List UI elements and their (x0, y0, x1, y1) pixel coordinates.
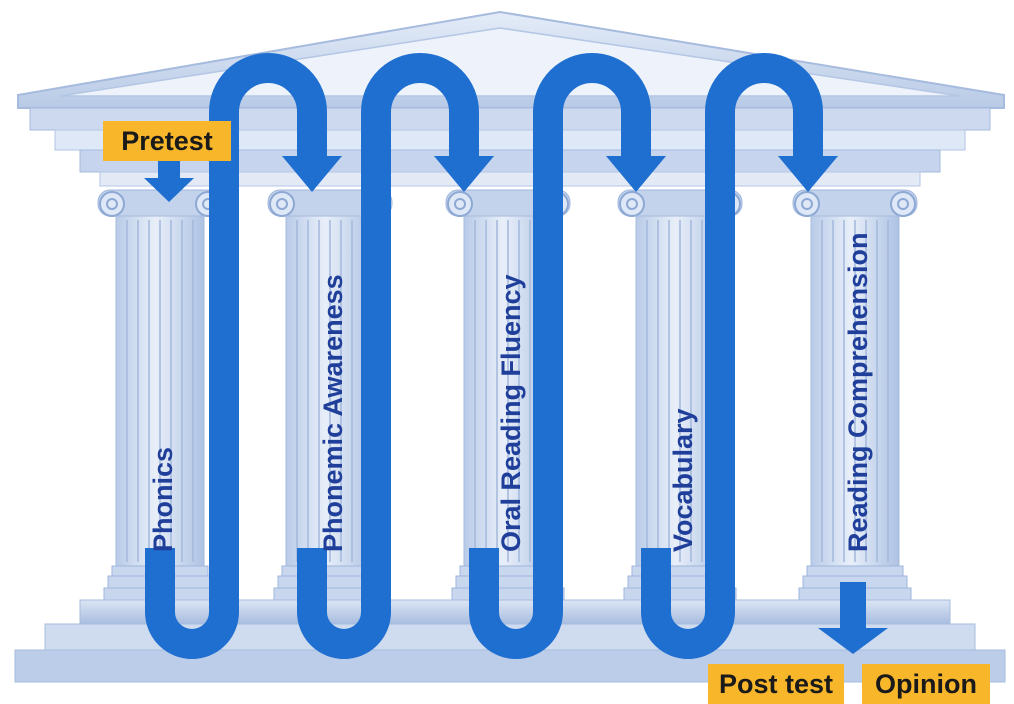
arrowhead-4 (778, 156, 838, 192)
pillar-label-3: Oral Reading Fluency (496, 274, 526, 552)
pillar-label-5: Reading Comprehension (843, 232, 873, 552)
pretest-arrow-shaft (158, 160, 180, 182)
post-test-label: Post test (708, 664, 844, 704)
column-2 (267, 189, 393, 601)
pillar-label-2: Phonemic Awareness (318, 274, 348, 552)
opinion-label: Opinion (862, 664, 990, 704)
arrowhead-3 (606, 156, 666, 192)
pretest-label: Pretest (103, 121, 231, 161)
column-1 (97, 189, 223, 601)
flow-arrow (144, 53, 888, 659)
arrowhead-2 (434, 156, 494, 192)
pillar-labels: Phonics Phonemic Awareness Oral Reading Fl… (148, 232, 873, 552)
end-arrowhead (818, 628, 888, 654)
arrowhead-1 (282, 156, 342, 192)
pillar-label-4: Vocabulary (668, 408, 698, 552)
column-5 (792, 189, 918, 601)
flow-arrow-path (145, 53, 823, 659)
pillar-label-1: Phonics (148, 447, 178, 552)
end-arrow-shaft (840, 582, 866, 630)
pretest-arrowhead (144, 178, 194, 202)
